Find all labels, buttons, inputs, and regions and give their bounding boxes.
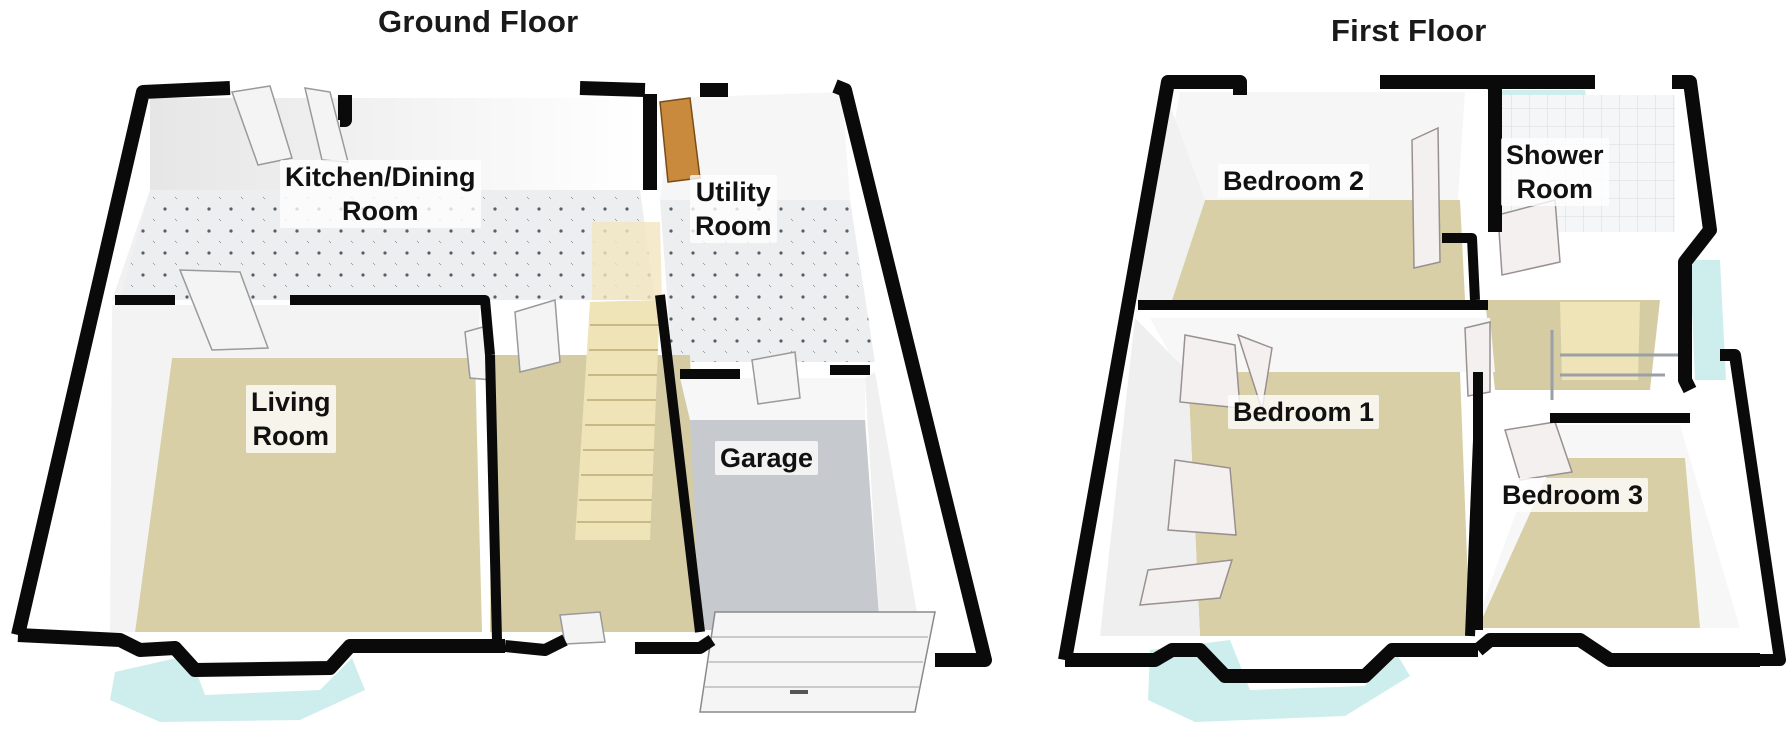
first-floor-walls [1058,75,1786,683]
side-window [1690,260,1726,380]
living-room-floor [135,358,482,632]
kitchen-floor [120,190,655,300]
bedroom-1-floor [1188,372,1470,636]
bay-window-living [110,655,365,722]
room-label-bedroom-3: Bedroom 3 [1497,478,1649,512]
ground-staircase [575,222,662,540]
room-label-shower: Shower Room [1501,138,1609,206]
first-floor-title: First Floor [1331,13,1487,48]
room-label-garage: Garage [715,441,819,475]
ground-walls [11,79,992,677]
landing-staircase [1550,302,1680,400]
ground-floor-plan [11,79,992,722]
bedroom-2-floor [1172,200,1465,300]
garage-door [699,611,936,713]
room-label-living: Living Room [246,385,336,453]
ground-doors [178,85,801,645]
first-floor-plan [1058,75,1786,722]
room-label-kitchen-dining: Kitchen/Dining Room [280,160,481,228]
room-label-utility: Utility Room [690,175,777,243]
room-label-bedroom-1: Bedroom 1 [1228,395,1380,429]
room-label-bedroom-2: Bedroom 2 [1218,164,1370,198]
ground-floor-title: Ground Floor [378,4,579,39]
first-floor-doors [1411,126,1573,481]
